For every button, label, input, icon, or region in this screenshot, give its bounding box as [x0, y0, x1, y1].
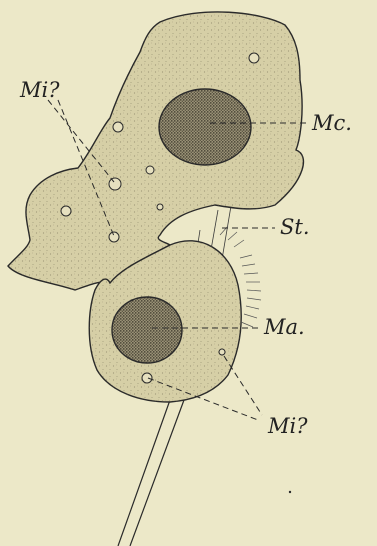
micronucleus	[249, 53, 259, 63]
micronucleus	[146, 166, 154, 174]
micronucleus	[157, 204, 163, 210]
micronucleus	[61, 206, 71, 216]
micronucleus	[113, 122, 123, 132]
label-mc: Mc.	[311, 111, 352, 135]
label-st: St.	[280, 215, 310, 239]
upper-cell-stipple	[8, 12, 303, 290]
micronucleus	[109, 178, 121, 190]
micronucleus	[109, 232, 119, 242]
stalk	[118, 400, 184, 546]
label-ma: Ma.	[263, 315, 305, 339]
speck-mark	[289, 491, 291, 493]
label-mi-lower: Mi?	[267, 414, 308, 438]
label-mi-upper: Mi?	[19, 78, 60, 102]
leader-mi-lower-b	[224, 356, 262, 415]
macronucleus-upper	[159, 89, 251, 165]
macronucleus-lower	[112, 297, 182, 363]
micronucleus	[219, 349, 225, 355]
micronucleus	[142, 373, 152, 383]
